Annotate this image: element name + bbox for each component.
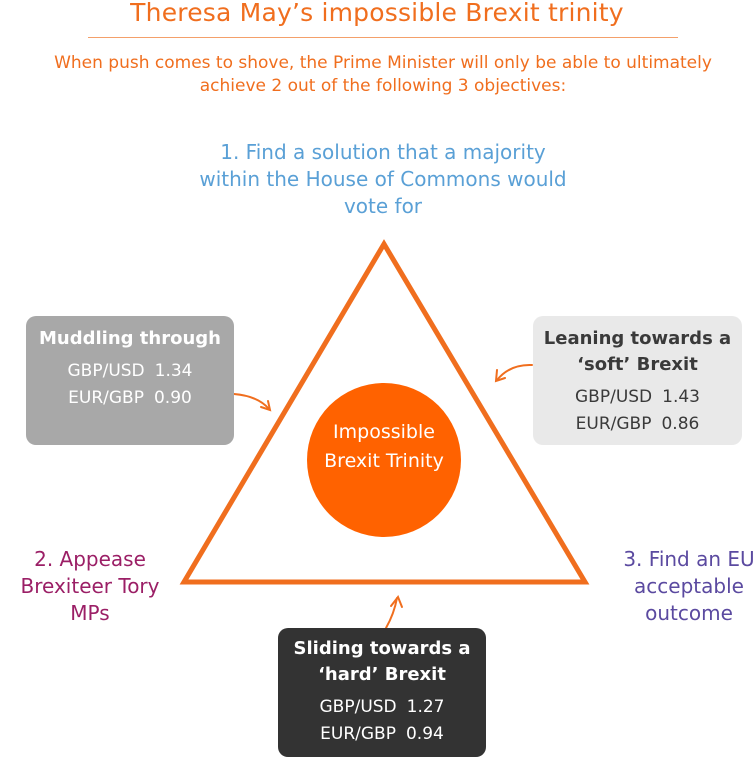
fx-value: 0.90 xyxy=(153,388,192,408)
fx-value: 0.86 xyxy=(661,414,700,434)
fx-row-eurgbp: EUR/GBP 0.86 xyxy=(533,411,742,438)
title-divider xyxy=(88,37,678,38)
center-circle xyxy=(307,383,461,537)
arrow-hard xyxy=(385,597,398,629)
fx-value: 1.34 xyxy=(154,361,193,381)
arrow-soft-head xyxy=(494,369,506,383)
scenario-title: Muddling through xyxy=(39,328,221,349)
fx-row-gbpusd: GBP/USD 1.34 xyxy=(26,358,234,385)
arrow-muddling xyxy=(233,393,270,410)
fx-label: EUR/GBP xyxy=(575,414,652,434)
arrow-muddling-head xyxy=(260,400,272,412)
objective-1: 1. Find a solution that a majority withi… xyxy=(199,140,567,218)
objective-2: 2. Appease Brexiteer Tory MPs xyxy=(20,547,160,625)
fx-row-gbpusd: GBP/USD 1.43 xyxy=(533,384,742,411)
arrow-hard-head xyxy=(390,595,403,608)
scenario-muddling-through: Muddling through GBP/USD 1.34 EUR/GBP 0.90 xyxy=(26,316,234,445)
fx-label: EUR/GBP xyxy=(68,388,144,408)
page-subtitle: When push comes to shove, the Prime Mini… xyxy=(54,53,712,96)
objective-3: 3. Find an EU acceptable outcome xyxy=(623,547,754,625)
scenario-title: Leaning towards a ‘soft’ Brexit xyxy=(543,328,732,375)
fx-label: GBP/USD xyxy=(575,387,653,407)
fx-label: EUR/GBP xyxy=(320,724,396,744)
fx-value: 1.43 xyxy=(662,387,700,407)
scenario-soft-brexit: Leaning towards a ‘soft’ Brexit GBP/USD 1… xyxy=(533,316,742,445)
fx-label: GBP/USD xyxy=(67,361,145,381)
connector-arrows xyxy=(233,363,533,629)
fx-label: GBP/USD xyxy=(319,697,397,717)
page-title: Theresa May’s impossible Brexit trinity xyxy=(130,0,624,27)
arrow-soft xyxy=(496,363,533,381)
scenario-hard-brexit: Sliding towards a ‘hard’ Brexit GBP/USD 1… xyxy=(278,628,486,757)
center-label: Impossible Brexit Trinity xyxy=(324,421,444,472)
fx-value: 1.27 xyxy=(406,697,445,717)
trinity-triangle xyxy=(179,239,590,585)
fx-row-eurgbp: EUR/GBP 0.90 xyxy=(26,385,234,412)
scenario-title: Sliding towards a ‘hard’ Brexit xyxy=(293,638,471,685)
fx-row-gbpusd: GBP/USD 1.27 xyxy=(278,694,486,721)
fx-row-eurgbp: EUR/GBP 0.94 xyxy=(278,721,486,748)
fx-value: 0.94 xyxy=(405,724,444,744)
